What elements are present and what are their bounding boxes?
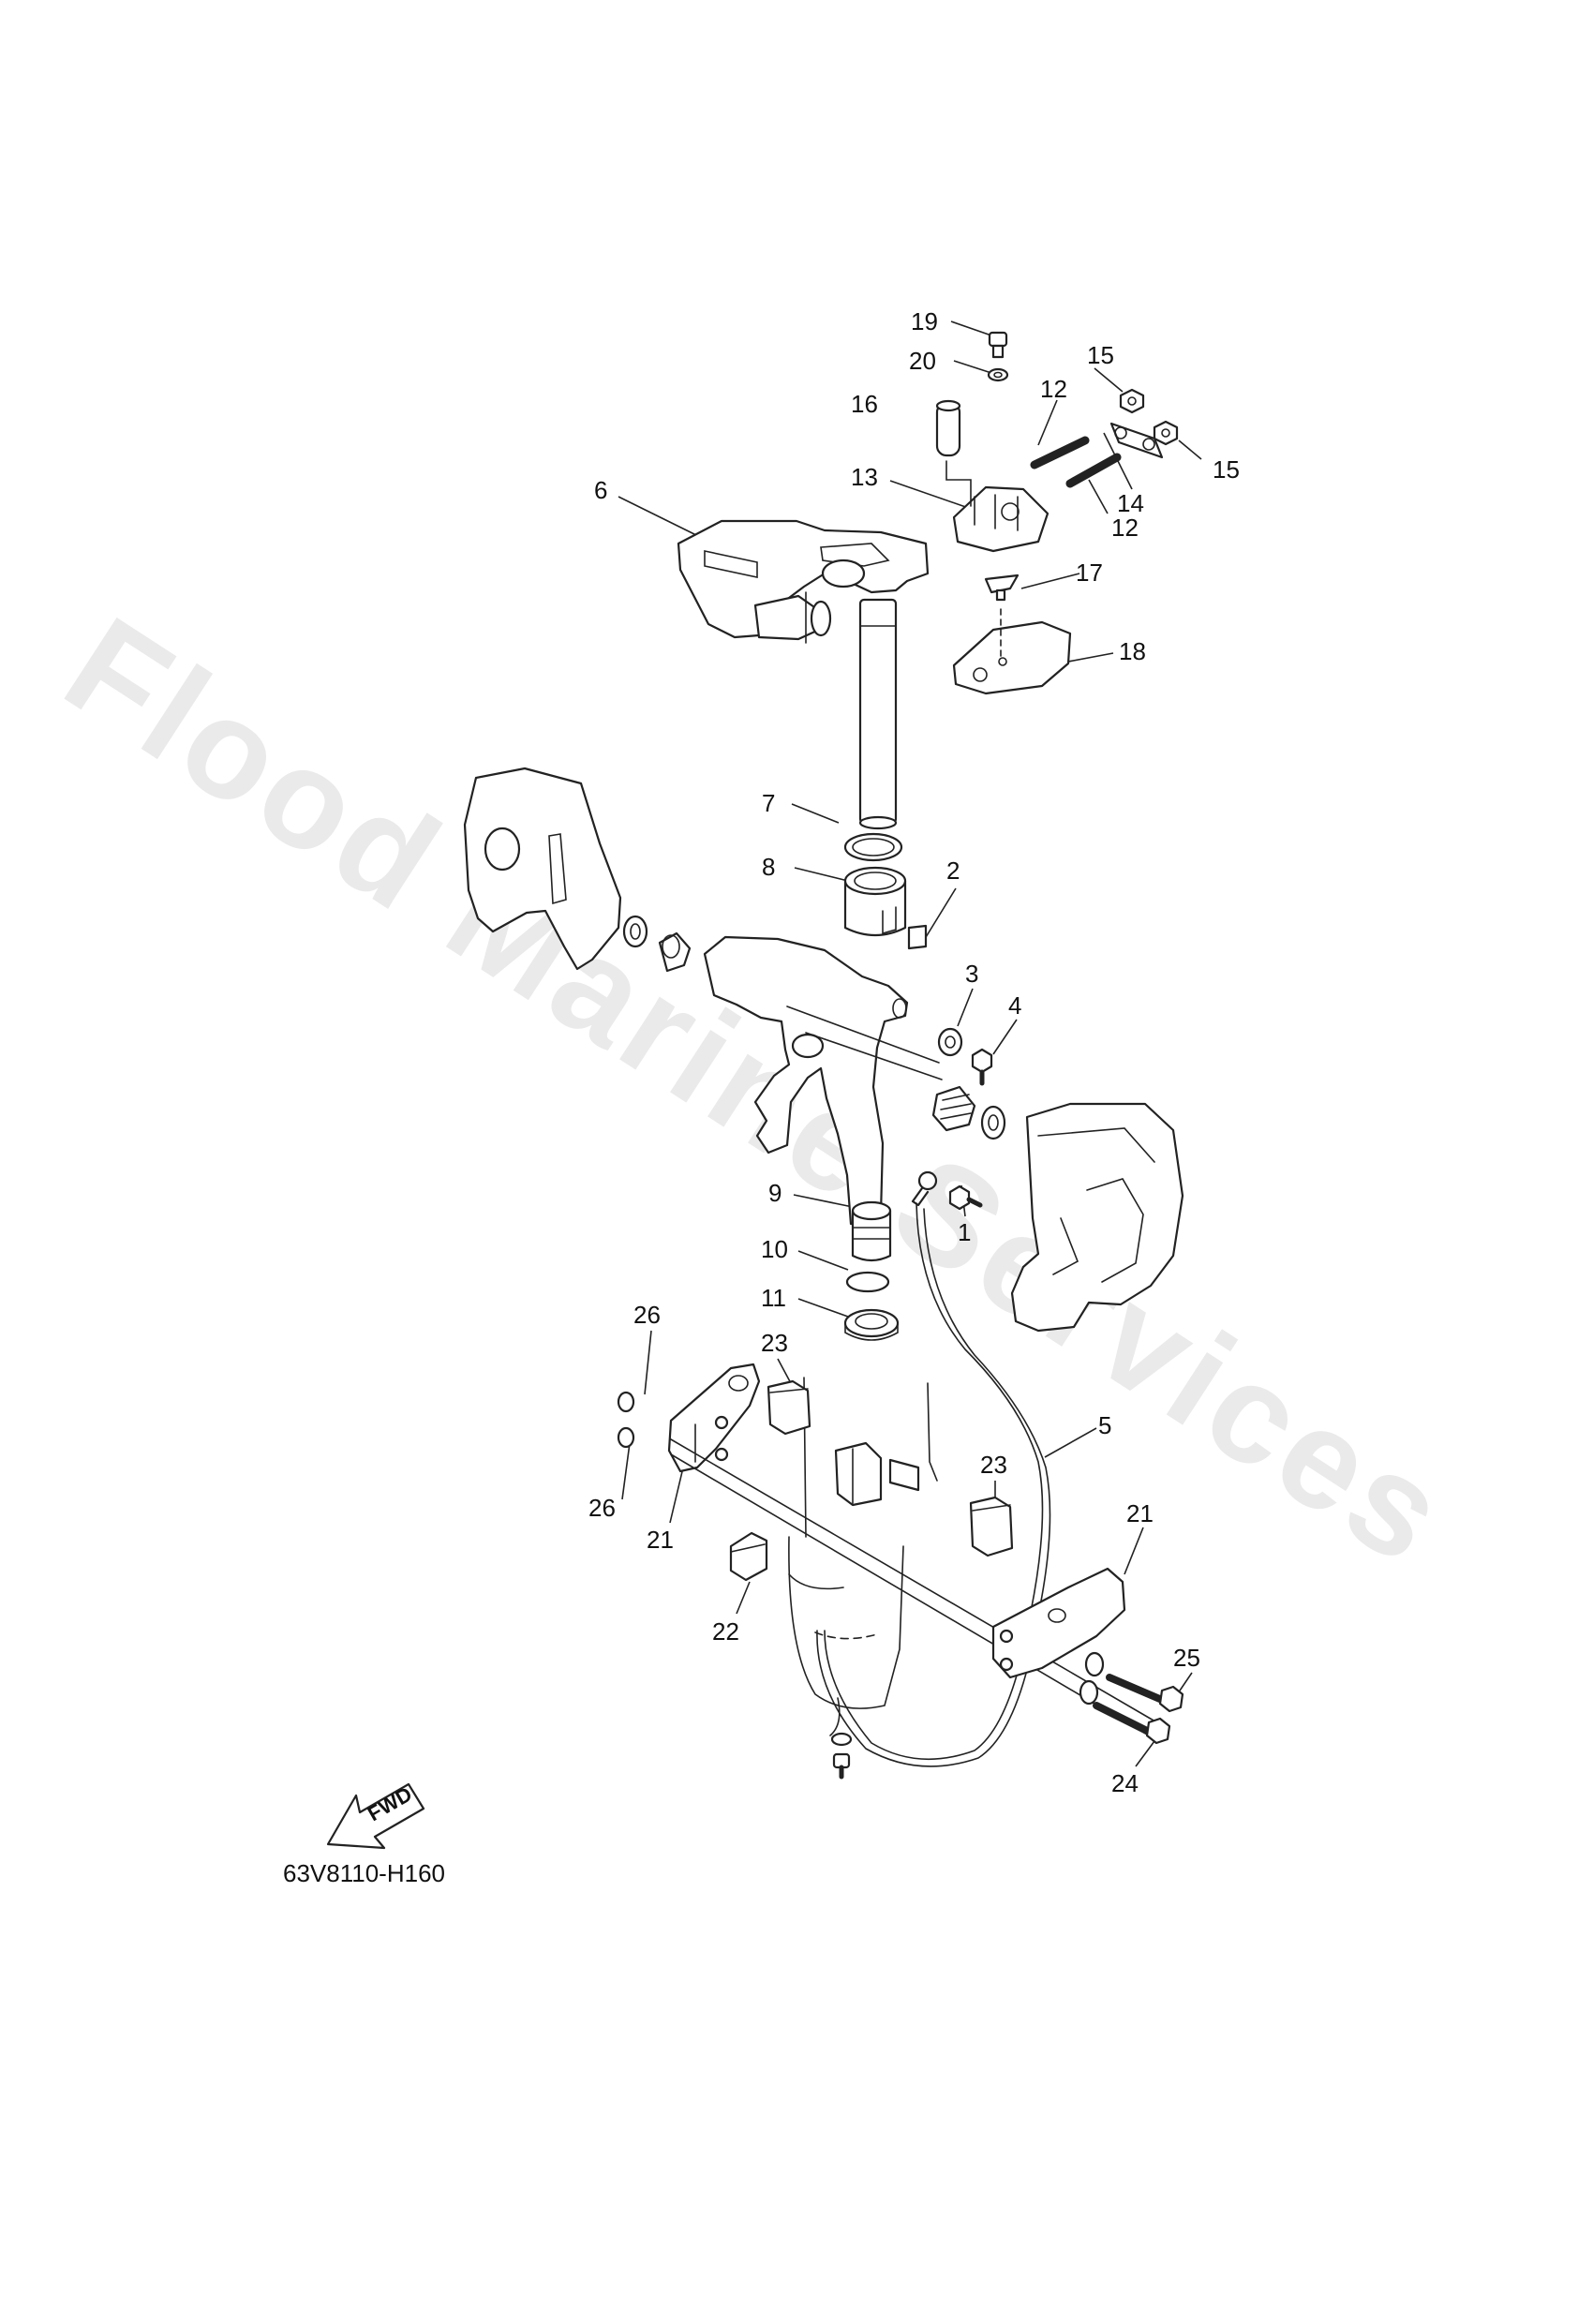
- cap-23-right: [969, 1496, 1014, 1557]
- callout-23-left: 23: [761, 1329, 788, 1357]
- leader-lines: [618, 320, 1202, 1767]
- steering-arm-6: [677, 519, 930, 644]
- pin-16: [935, 399, 961, 457]
- callout-12-bottom: 12: [1111, 514, 1139, 542]
- mount-21-left: [667, 1363, 761, 1473]
- bolt-25: [1106, 1674, 1184, 1713]
- callout-7: 7: [762, 789, 775, 817]
- bushing-left: [658, 931, 692, 973]
- stud-12-lower: [1065, 453, 1122, 488]
- washer-lower: [1079, 1651, 1105, 1706]
- callout-22: 22: [712, 1617, 739, 1646]
- callout-21-left: 21: [647, 1526, 674, 1554]
- bolt-4: [971, 1048, 993, 1086]
- bushing-9: [851, 1200, 892, 1262]
- callout-6: 6: [594, 476, 607, 504]
- collar-3: [937, 1027, 963, 1057]
- callout-19: 19: [911, 307, 938, 335]
- oring-10: [845, 1271, 890, 1293]
- callout-10: 10: [761, 1235, 788, 1263]
- bushing-8: [843, 866, 907, 937]
- callout-13: 13: [851, 463, 878, 491]
- watermark: Flood Marine Services: [40, 587, 1477, 1596]
- ground-terminal: [911, 1170, 938, 1207]
- callout-labels: 19 20 16 15 12 15 13 14 6 12 17 18 7 8 2…: [588, 307, 1240, 1797]
- callout-25: 25: [1173, 1644, 1200, 1672]
- callout-1: 1: [958, 1218, 971, 1246]
- callout-24: 24: [1111, 1769, 1139, 1797]
- lower-case: [788, 1377, 938, 1736]
- callout-12-top: 12: [1040, 375, 1067, 403]
- cap-23-left: [767, 1379, 811, 1436]
- plate-18: [952, 608, 1072, 695]
- bracket-block-center: [834, 1441, 920, 1507]
- washer-right: [980, 1105, 1006, 1140]
- mount-21-right: [991, 1567, 1126, 1679]
- callout-9: 9: [768, 1179, 782, 1207]
- bushing-right: [931, 1085, 976, 1132]
- seal-11: [843, 1308, 900, 1341]
- bolt-1: [948, 1184, 983, 1211]
- nut-15-top: [1119, 388, 1145, 414]
- fwd-arrow-icon: FWD: [326, 1782, 425, 1850]
- bolt-26-upper: [617, 1391, 635, 1413]
- callout-4: 4: [1008, 991, 1021, 1020]
- nut-15-right: [1153, 420, 1179, 446]
- callout-18: 18: [1119, 637, 1146, 665]
- callout-17: 17: [1076, 559, 1103, 587]
- callout-11: 11: [761, 1284, 786, 1312]
- link-plate-14: [1109, 422, 1164, 459]
- bolt-26-lower: [617, 1426, 635, 1449]
- callout-26-bottom: 26: [588, 1494, 616, 1522]
- clip-17: [984, 574, 1020, 602]
- washer-left: [622, 915, 648, 948]
- callout-14: 14: [1117, 489, 1144, 517]
- callout-3: 3: [965, 960, 978, 988]
- ring-7: [843, 832, 903, 862]
- diagram-code: 63V8110-H160: [283, 1859, 445, 1887]
- callout-16: 16: [851, 390, 878, 418]
- bolt-19: [988, 331, 1008, 359]
- callout-2: 2: [946, 857, 960, 885]
- callout-23-right: 23: [980, 1451, 1007, 1479]
- cap-22: [729, 1531, 768, 1582]
- callout-5: 5: [1098, 1411, 1111, 1439]
- bolt-24: [1093, 1702, 1171, 1745]
- stud-12-upper: [1030, 436, 1090, 469]
- swivel-bracket: [703, 935, 943, 1226]
- callout-15-right: 15: [1213, 455, 1240, 484]
- bracket-13: [945, 460, 1050, 553]
- washer-20: [987, 367, 1009, 382]
- callout-20: 20: [909, 347, 936, 375]
- mount-bracket-left: [463, 767, 622, 971]
- callout-8: 8: [762, 853, 775, 881]
- through-rod: [670, 1438, 1161, 1736]
- callout-15-top: 15: [1087, 341, 1114, 369]
- steering-shaft: [858, 598, 898, 830]
- callout-21-right: 21: [1126, 1499, 1154, 1527]
- mount-bracket-right: [1010, 1102, 1184, 1333]
- ground-screw-bottom: [830, 1732, 853, 1780]
- callout-26-top: 26: [633, 1301, 661, 1329]
- clip-2: [907, 924, 928, 950]
